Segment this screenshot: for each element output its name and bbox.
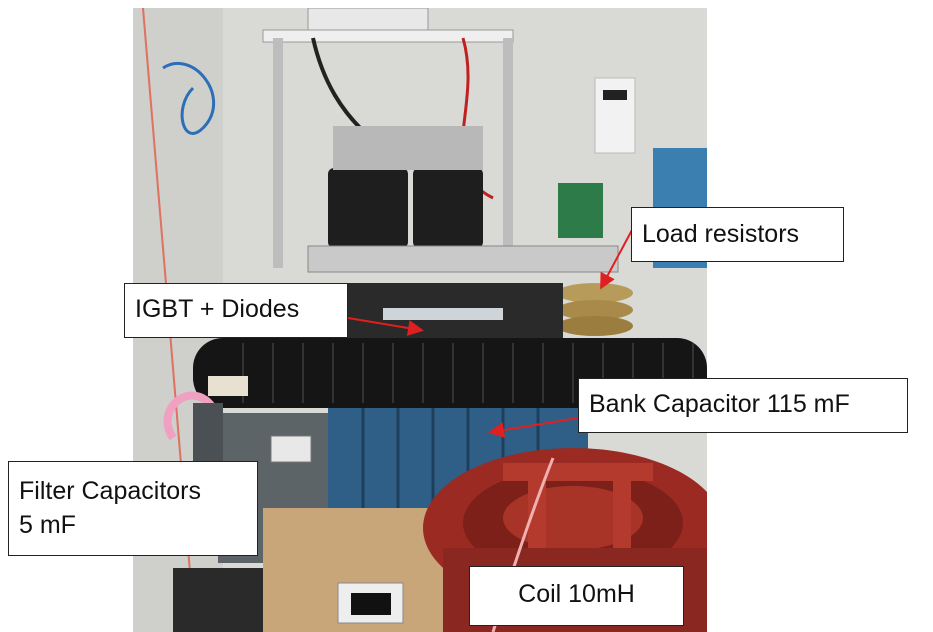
bank-capacitor-text: Bank Capacitor 115 mF	[589, 390, 850, 418]
wall-paper	[594, 77, 636, 154]
black-inductor	[328, 168, 408, 248]
filter-capacitors-text-line2: 5 mF	[19, 511, 76, 539]
filter-capacitors-text-line1: Filter Capacitors	[19, 477, 201, 505]
igbt-diodes-label: IGBT + Diodes	[124, 283, 348, 338]
green-box	[558, 183, 603, 238]
igbt-diodes-text: IGBT + Diodes	[135, 295, 300, 323]
black-inductor	[413, 168, 483, 248]
coil-text: Coil 10mH	[518, 580, 635, 608]
resistor-disk	[557, 300, 633, 320]
load-resistors-label: Load resistors	[631, 207, 844, 262]
filter-capacitors-label: Filter Capacitors 5 mF	[8, 461, 258, 556]
load-resistors-text: Load resistors	[642, 220, 800, 248]
resistor-disk	[557, 316, 633, 336]
bank-capacitor-label: Bank Capacitor 115 mF	[578, 378, 908, 433]
coil-label: Coil 10mH	[469, 566, 684, 626]
